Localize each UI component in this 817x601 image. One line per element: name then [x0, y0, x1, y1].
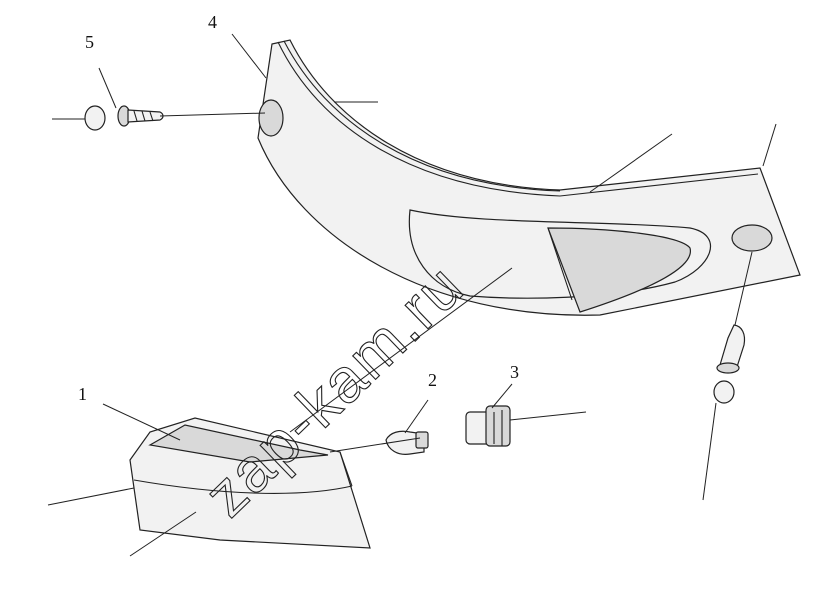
callout-3: 3 — [510, 362, 519, 382]
callout-5: 5 — [85, 32, 94, 52]
part-bulb — [385, 430, 429, 455]
callout-4: 4 — [208, 12, 217, 32]
mounting-hole — [258, 99, 284, 137]
part-screw-lower — [713, 324, 746, 404]
mounting-hole — [731, 224, 773, 252]
assembly-lines — [47, 33, 777, 557]
callout-1: 1 — [78, 384, 87, 404]
part-socket — [465, 405, 511, 447]
part-fender-extension — [257, 39, 801, 316]
callout-2: 2 — [428, 370, 437, 390]
part-screw-upper — [84, 105, 164, 131]
